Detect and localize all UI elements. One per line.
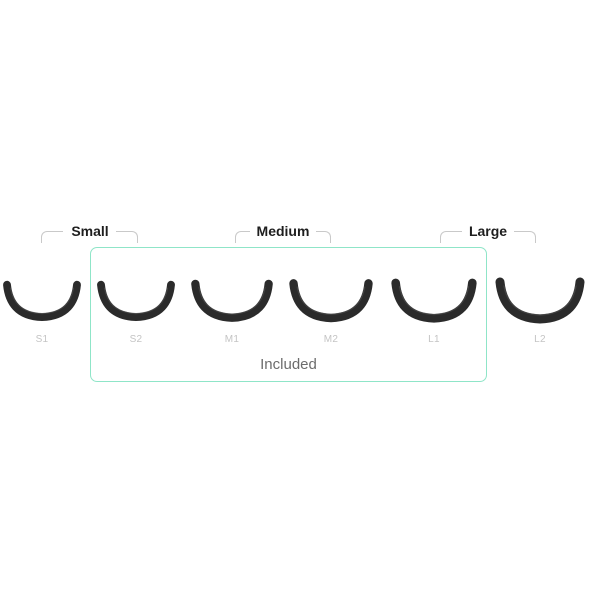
size-label-s2: S2 [129, 334, 143, 345]
size-label-l2: L2 [534, 334, 546, 345]
nose-pad-l1 [391, 278, 477, 323]
small-bracket-gap [63, 228, 116, 236]
nose-pad-l2 [495, 277, 585, 324]
nose-pad-s2 [97, 280, 175, 322]
group-label-large: Large [468, 223, 508, 239]
group-label-small: Small [71, 223, 109, 239]
size-label-l1: L1 [428, 334, 440, 345]
medium-bracket-gap [250, 228, 316, 236]
size-label-s1: S1 [35, 334, 49, 345]
included-box [90, 247, 487, 382]
group-label-medium: Medium [256, 223, 310, 239]
large-bracket-gap [462, 228, 514, 236]
size-label-m1: M1 [224, 334, 240, 345]
nose-pad-s1 [3, 280, 81, 322]
nose-pad-m2 [289, 279, 373, 323]
nose-pad-m1 [191, 279, 273, 322]
included-label: Included [260, 356, 317, 373]
size-label-m2: M2 [323, 334, 339, 345]
